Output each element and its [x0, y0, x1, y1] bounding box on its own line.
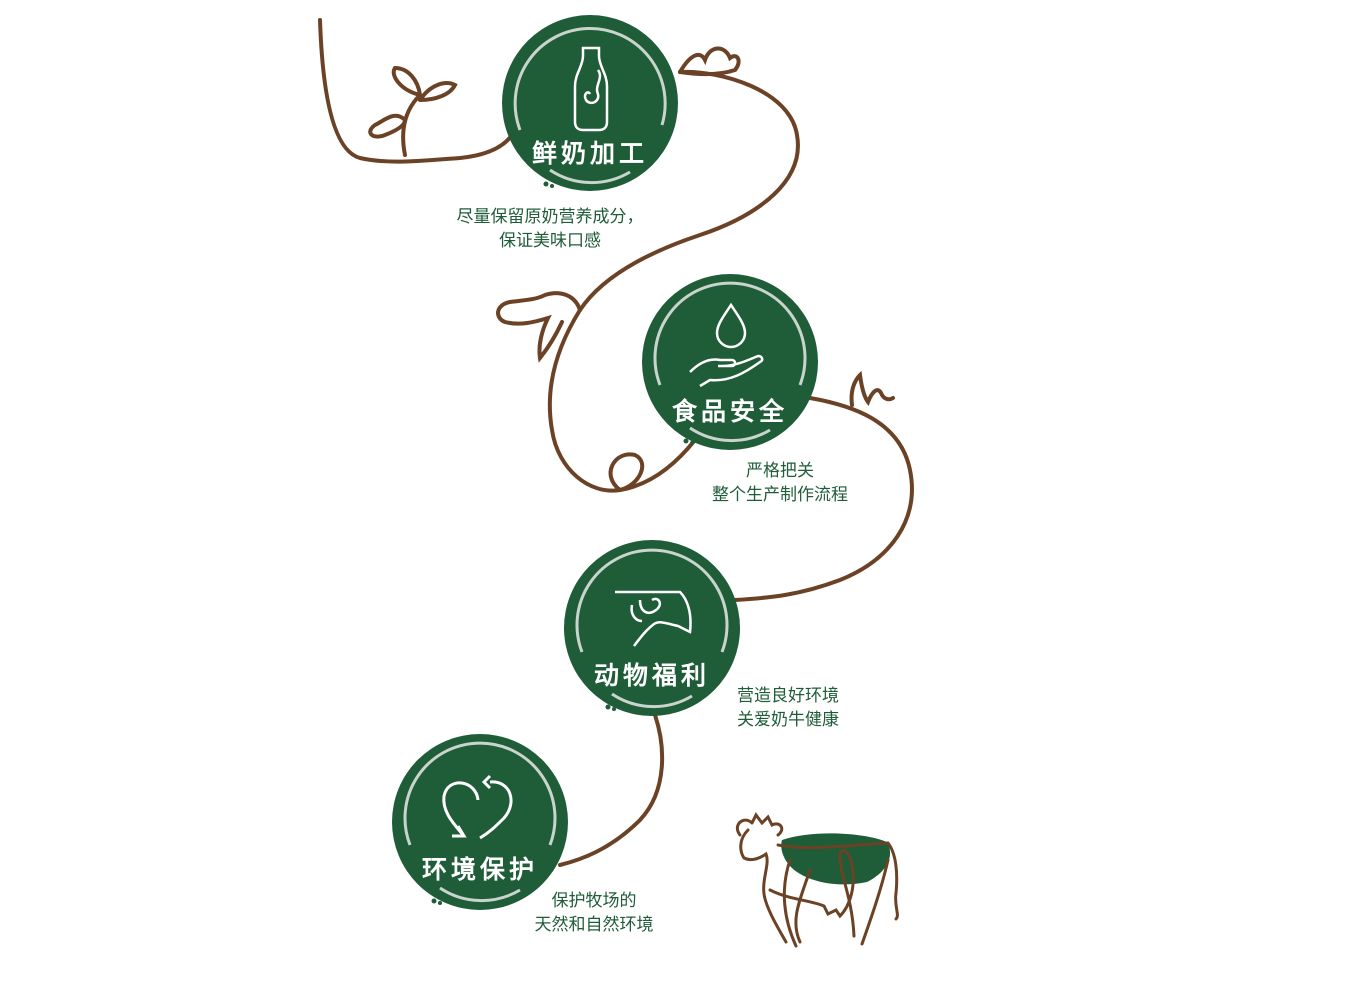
- connecting-line: [318, 18, 914, 867]
- recycle-heart-icon: [442, 774, 513, 840]
- cow-illustration: [735, 812, 899, 948]
- step-circle-3: [564, 540, 740, 716]
- step-caption-4: 保护牧场的 天然和自然环境: [534, 891, 654, 935]
- step-title-4: 环境保护: [421, 855, 538, 884]
- step-title-3: 动物福利: [593, 661, 710, 690]
- water-drop-hand-icon: [689, 302, 764, 388]
- step-caption-3: 营造良好环境 关爱奶牛健康: [737, 686, 839, 730]
- grass-tuft: [849, 370, 895, 407]
- bow-knot: [678, 46, 741, 77]
- loop: [608, 452, 645, 492]
- cow-icon: [615, 590, 692, 647]
- milk-bottle-icon: [573, 46, 609, 132]
- decorative-dots: [431, 181, 694, 905]
- step-title-1: 鲜奶加工: [531, 139, 648, 168]
- step-caption-2: 严格把关 整个生产制作流程: [712, 461, 848, 505]
- bird: [496, 291, 582, 363]
- step-circle-2: [642, 274, 818, 450]
- step-circle-4: [392, 734, 568, 910]
- step-caption-1: 尽量保留原奶营养成分， 保证美味口感: [456, 207, 644, 251]
- step-circle-1: [502, 15, 678, 191]
- leaf-sprig: [368, 65, 458, 157]
- step-title-2: 食品安全: [671, 397, 788, 426]
